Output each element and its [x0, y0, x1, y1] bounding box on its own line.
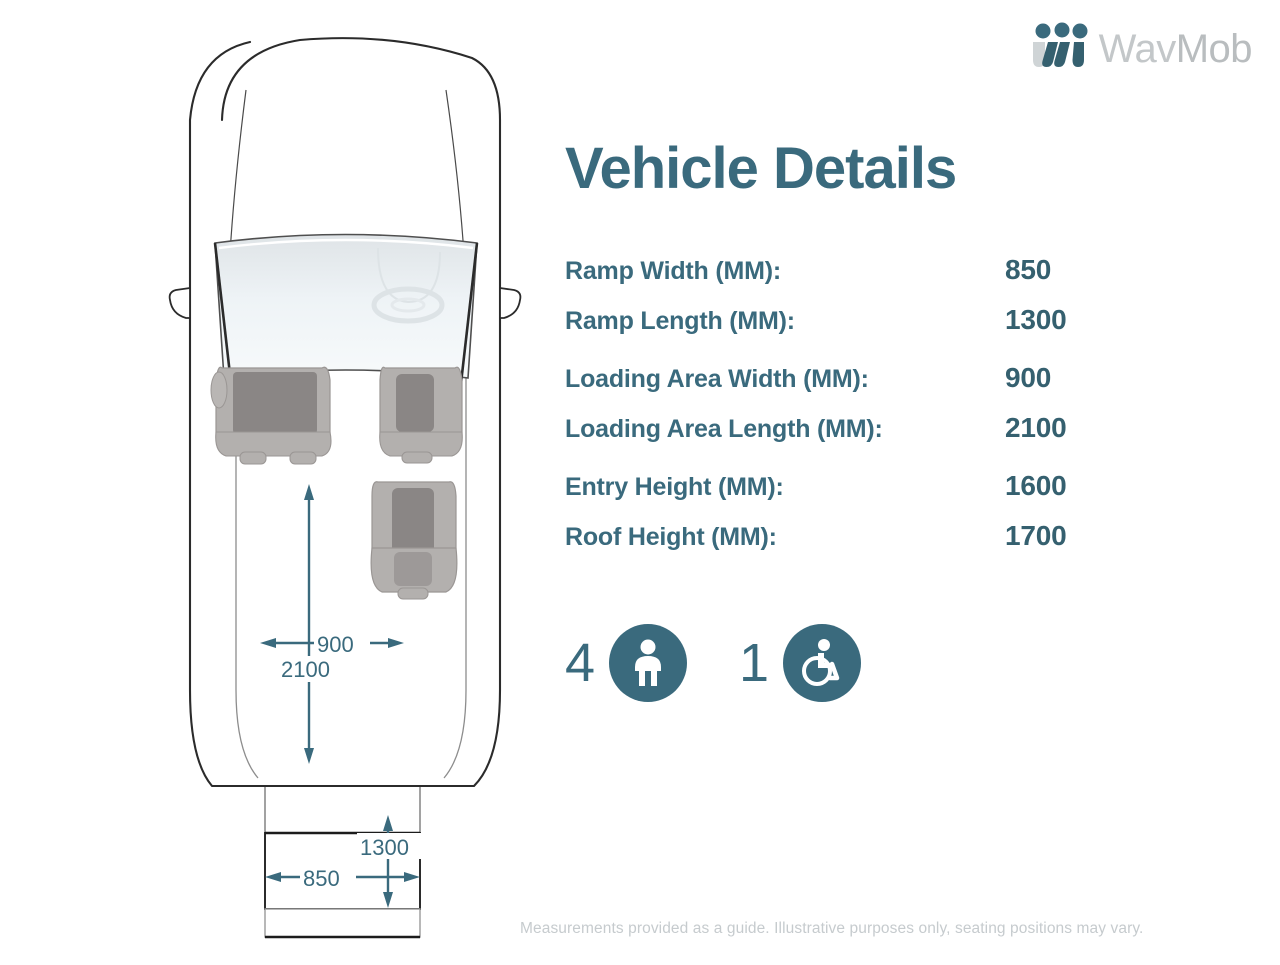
spec-label-ramp-width: Ramp Width (MM):: [565, 257, 781, 285]
person-icon: [609, 624, 688, 702]
dimension-label-1300: 1300: [360, 835, 409, 860]
spec-label-ramp-length: Ramp Length (MM):: [565, 307, 795, 335]
passenger-count: 4: [565, 633, 596, 693]
spec-label-entry-height: Entry Height (MM):: [565, 473, 784, 501]
capacity-summary: 4 1: [565, 624, 1255, 702]
spec-value-loading-area-width: 900: [1005, 362, 1052, 393]
vehicle-details-panel: Vehicle Details Ramp Width (MM): 850 Ram…: [565, 140, 1255, 702]
passenger-capacity: 4: [565, 624, 688, 702]
spec-value-entry-height: 1600: [1005, 470, 1067, 501]
spec-label-roof-height: Roof Height (MM):: [565, 523, 777, 551]
seat-driver: [379, 366, 463, 464]
side-mirror-left-icon: [168, 287, 191, 319]
wavmob-people-w-icon: [1031, 22, 1089, 75]
spec-value-roof-height: 1700: [1005, 520, 1067, 551]
brand-name-part2: Mob: [1175, 26, 1253, 71]
spec-row-loading-area-length: Loading Area Length (MM): 2100: [565, 412, 1255, 444]
dimension-label-2100: 2100: [281, 657, 330, 682]
spec-group-loading-area: Loading Area Width (MM): 900 Loading Are…: [565, 362, 1255, 444]
dimension-label-850: 850: [303, 866, 340, 891]
wheelchair-count: 1: [739, 633, 770, 693]
dimension-loading-area-width: 900: [260, 630, 404, 657]
spec-group-heights: Entry Height (MM): 1600 Roof Height (MM)…: [565, 470, 1255, 552]
spec-label-loading-area-width: Loading Area Width (MM):: [565, 365, 869, 393]
page-title: Vehicle Details: [565, 136, 957, 201]
brand-wordmark: WavMob: [1098, 26, 1253, 71]
brand-name-part1: Wav: [1098, 26, 1177, 71]
dimension-loading-area-length: 2100: [278, 484, 340, 764]
spec-value-loading-area-length: 2100: [1005, 412, 1067, 443]
side-mirror-right-icon: [499, 287, 522, 319]
spec-row-ramp-length: Ramp Length (MM): 1300: [565, 304, 1255, 336]
spec-row-entry-height: Entry Height (MM): 1600: [565, 470, 1255, 502]
spec-value-ramp-width: 850: [1005, 254, 1052, 285]
spec-label-loading-area-length: Loading Area Length (MM):: [565, 415, 883, 443]
wheelchair-capacity: 1: [739, 624, 862, 702]
windshield: [213, 233, 479, 393]
wheelchair-icon: [783, 624, 862, 702]
dimension-ramp-width: 850: [265, 864, 420, 891]
spec-row-loading-area-width: Loading Area Width (MM): 900: [565, 362, 1255, 394]
dimension-ramp-length: 1300: [357, 815, 425, 908]
disclaimer-note: Measurements provided as a guide. Illust…: [520, 920, 1144, 937]
ramp-shape: [264, 784, 421, 939]
brand-logo: WavMob: [1031, 22, 1253, 75]
spec-row-ramp-width: Ramp Width (MM): 850: [565, 254, 1255, 286]
seat-rear: [370, 481, 458, 600]
spec-group-ramp: Ramp Width (MM): 850 Ramp Length (MM): 1…: [565, 254, 1255, 336]
spec-row-roof-height: Roof Height (MM): 1700: [565, 520, 1255, 552]
spec-value-ramp-length: 1300: [1005, 304, 1067, 335]
seat-front-bench: [210, 366, 332, 465]
vehicle-diagram: 2100 900 850 1300: [0, 0, 540, 960]
dimension-label-900: 900: [317, 632, 354, 657]
